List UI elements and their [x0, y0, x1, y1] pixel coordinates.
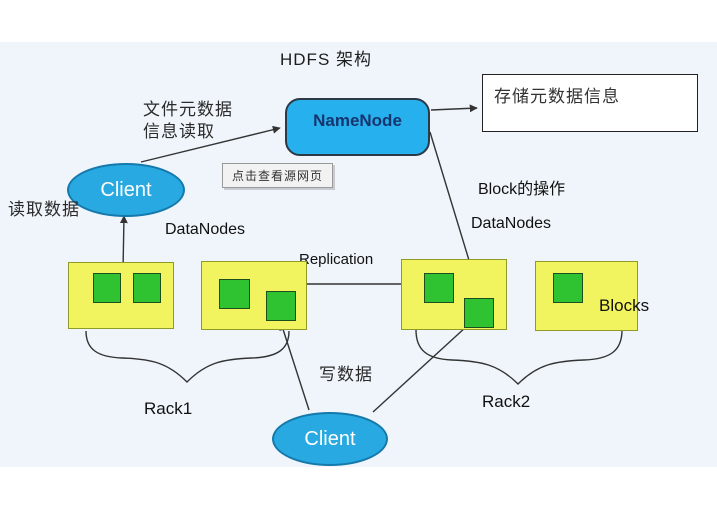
file-metadata-read-line1: 文件元数据: [143, 100, 233, 119]
diagram-title: HDFS 架构: [280, 50, 372, 69]
block: [93, 273, 121, 303]
block: [464, 298, 494, 328]
client-bottom-node: Client: [272, 412, 388, 466]
read-data-label: 读取数据: [8, 200, 80, 219]
block-operation-label: Block的操作: [478, 181, 566, 198]
metadata-store-box: 存储元数据信息: [482, 74, 698, 132]
file-metadata-read-label: 文件元数据 信息读取: [143, 99, 233, 143]
rack1-datanode-1: [68, 262, 174, 329]
file-metadata-read-line2: 信息读取: [143, 122, 215, 141]
write-data-label: 写数据: [319, 365, 373, 384]
datanodes-right-label: DataNodes: [471, 215, 552, 232]
block: [133, 273, 161, 303]
rack1-label: Rack1: [144, 399, 193, 418]
namenode-node: NameNode: [285, 98, 430, 156]
namenode-label: NameNode: [313, 111, 402, 130]
client-top-label: Client: [100, 178, 152, 201]
rack1-datanode-2: [201, 261, 307, 330]
rack2-label: Rack2: [482, 392, 531, 411]
block: [553, 273, 583, 303]
client-top-node: Client: [67, 163, 185, 217]
rack2-datanode-2: [535, 261, 638, 331]
block: [266, 291, 296, 321]
replication-label: Replication: [299, 251, 374, 268]
block: [219, 279, 250, 309]
blocks-label: Blocks: [599, 296, 650, 315]
block: [424, 273, 454, 303]
datanodes-left-label: DataNodes: [165, 221, 246, 238]
client-bottom-label: Client: [304, 427, 356, 450]
rack2-datanode-1: [401, 259, 507, 330]
view-source-page-tooltip[interactable]: 点击查看源网页: [222, 163, 334, 188]
metadata-store-label: 存储元数据信息: [494, 87, 620, 106]
